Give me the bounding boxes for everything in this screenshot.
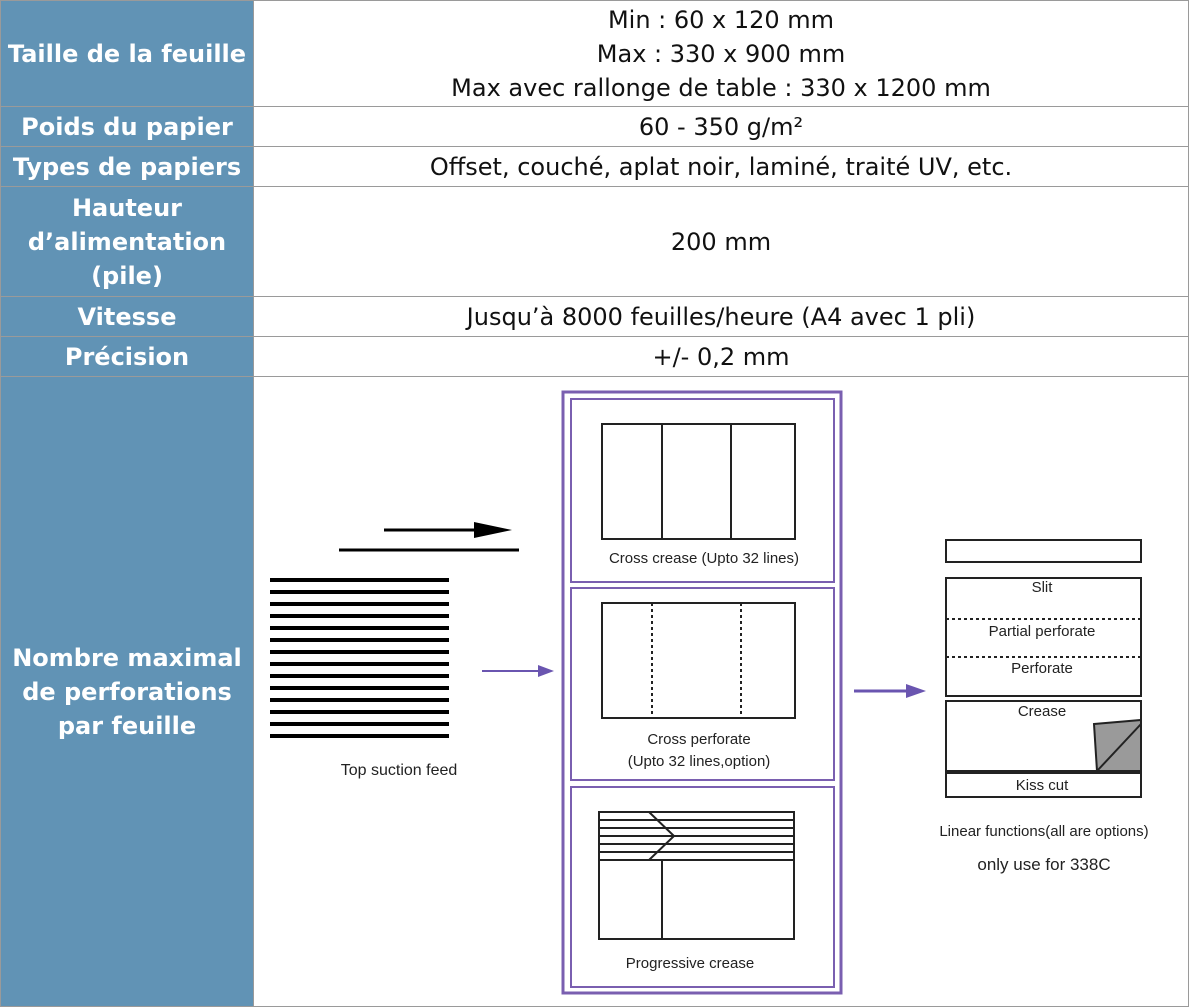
label-sheet-size: Taille de la feuille <box>0 0 254 107</box>
value-paper-weight: 60 - 350 g/m² <box>253 106 1189 147</box>
label-feed-height-line-3: (pile) <box>91 261 163 290</box>
slit-label: Slit <box>1032 579 1054 596</box>
kiss-cut-label: Kiss cut <box>1016 777 1069 794</box>
progressive-crease-icon <box>598 810 795 940</box>
label-perforations: Nombre maximal de perforations par feuil… <box>0 376 254 1007</box>
cross-functions-frame <box>561 390 843 994</box>
row-paper-weight: Poids du papier 60 - 350 g/m² <box>0 106 1189 147</box>
progressive-crease-panel <box>570 785 835 988</box>
label-feed-height-line-2: d’alimentation <box>27 227 227 256</box>
label-feed-height-line-1: Hauteur <box>71 193 183 222</box>
row-feed-height: Hauteur d’alimentation (pile) 200 mm <box>0 186 1189 297</box>
label-speed: Vitesse <box>0 296 254 337</box>
cross-crease-icon <box>601 422 796 540</box>
value-paper-types: Offset, couché, aplat noir, laminé, trai… <box>253 146 1189 187</box>
row-speed: Vitesse Jusqu’à 8000 feuilles/heure (A4 … <box>0 296 1189 337</box>
linear-functions-label: Linear functions(all are options) <box>939 823 1148 840</box>
arrow-to-linear-icon <box>854 683 926 698</box>
cross-perforate-label-line-2: (Upto 32 lines,option) <box>628 753 771 770</box>
cross-crease-panel <box>570 397 835 583</box>
row-perforations: Nombre maximal de perforations par feuil… <box>0 376 1189 1007</box>
value-speed: Jusqu’à 8000 feuilles/heure (A4 avec 1 p… <box>253 296 1189 337</box>
partial-perforate-label: Partial perforate <box>989 623 1096 640</box>
perforation-diagram: Top suction feed Cross crease (Upto 32 l… <box>270 390 1149 994</box>
value-max-extension-size: Max avec rallonge de table : 330 x 1200 … <box>451 73 991 102</box>
value-sheet-size: Min : 60 x 120 mm Max : 330 x 900 mm Max… <box>253 0 1189 107</box>
cross-crease-label: Cross crease (Upto 32 lines) <box>609 550 799 567</box>
crease-label: Crease <box>1018 703 1066 720</box>
label-perforations-line-2: de perforations <box>22 677 232 706</box>
value-feed-height: 200 mm <box>253 186 1189 297</box>
progressive-crease-label: Progressive crease <box>626 955 754 972</box>
value-max-size: Max : 330 x 900 mm <box>596 39 846 68</box>
only-use-label: only use for 338C <box>977 855 1110 874</box>
cross-perforate-label-line-1: Cross perforate <box>647 731 750 748</box>
arrow-to-functions-icon <box>482 664 554 677</box>
row-precision: Précision +/- 0,2 mm <box>0 336 1189 377</box>
label-perforations-line-3: par feuille <box>57 711 197 740</box>
paper-stack-icon <box>270 577 449 738</box>
label-feed-height: Hauteur d’alimentation (pile) <box>0 186 254 297</box>
label-paper-weight: Poids du papier <box>0 106 254 147</box>
feed-label: Top suction feed <box>341 762 458 779</box>
cross-perforate-icon <box>601 601 796 719</box>
feed-direction-arrow <box>339 521 519 551</box>
cross-perforate-panel <box>570 586 835 781</box>
row-paper-types: Types de papiers Offset, couché, aplat n… <box>0 146 1189 187</box>
perforate-label: Perforate <box>1011 660 1073 677</box>
label-precision: Précision <box>0 336 254 377</box>
label-perforations-line-1: Nombre maximal <box>12 643 242 672</box>
sheet-top-icon <box>945 538 1142 563</box>
linear-functions-icon <box>945 576 1142 798</box>
value-precision: +/- 0,2 mm <box>253 336 1189 377</box>
perforation-diagram-cell: Top suction feed Cross crease (Upto 32 l… <box>253 376 1189 1007</box>
value-min-size: Min : 60 x 120 mm <box>607 5 835 34</box>
label-paper-types: Types de papiers <box>0 146 254 187</box>
row-sheet-size: Taille de la feuille Min : 60 x 120 mm M… <box>0 0 1189 107</box>
